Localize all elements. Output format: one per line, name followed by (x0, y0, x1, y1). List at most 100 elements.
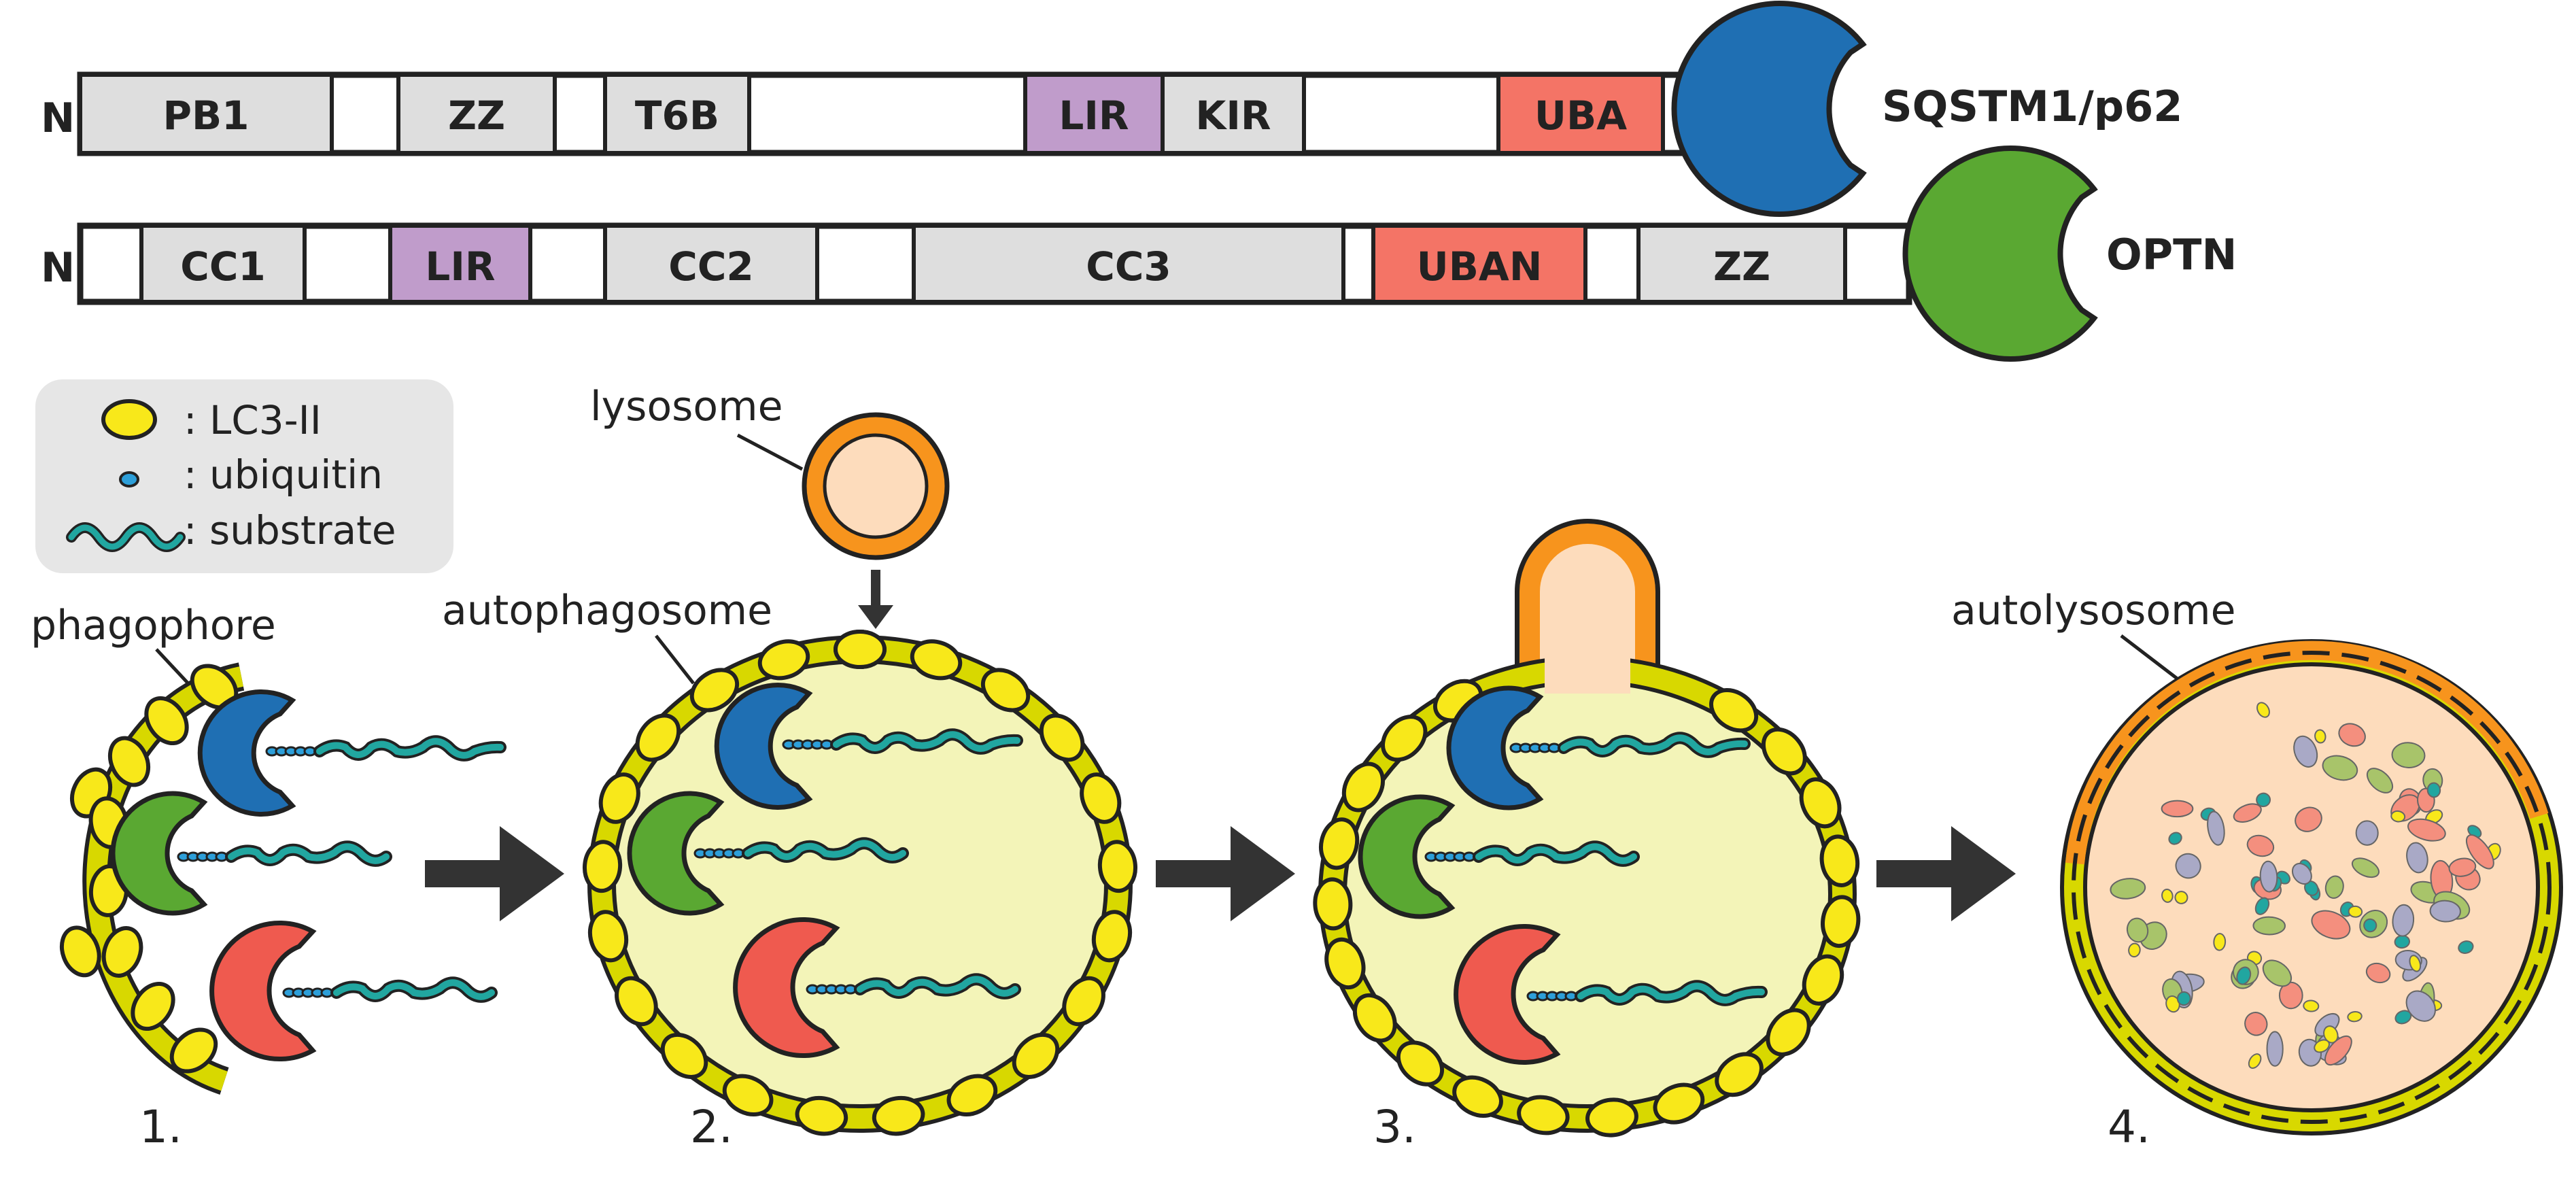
lc3-group (1313, 679, 1861, 1138)
debris-fragment (2259, 860, 2278, 893)
fusing-lysosome (1519, 524, 1655, 673)
lc3-ii-bead (587, 910, 629, 963)
debris-fragment (2363, 918, 2377, 933)
debris-fragment (2295, 806, 2322, 832)
third-receptor (209, 921, 317, 1061)
debris-fragment (2213, 933, 2227, 951)
debris-fragment (2392, 904, 2415, 937)
substrate-chain (833, 731, 1020, 752)
domain-uba (1496, 73, 1665, 155)
lc3-icon (101, 399, 157, 440)
debris-fragment (2409, 955, 2422, 972)
debris-fragment (2314, 1039, 2330, 1053)
debris-fragment (2126, 917, 2149, 943)
protein-row-sqstm1: N PB1 ZZ T6B LIR KIR UBA C SQSTM1/p62 (41, 1, 2182, 217)
lc3-ii-bead (689, 668, 740, 713)
debris-fragment (2161, 800, 2194, 818)
lc3-ii-bead (615, 976, 658, 1027)
substrate-icon (68, 524, 184, 550)
domain-cc1 (139, 224, 307, 304)
domain-zz (396, 73, 557, 155)
domain-cc2 (603, 224, 819, 304)
lysosome-lumen (823, 433, 929, 539)
legend-lc3-label: : LC3-II (184, 397, 322, 443)
autolysosome-pointer (2120, 634, 2180, 681)
progress-arrow (1156, 826, 1295, 921)
debris-fragment (2348, 905, 2363, 918)
phagophore-label: phagophore (31, 602, 276, 649)
lc3-ii-bead (872, 1095, 925, 1136)
lc3-ii-bead (946, 1074, 998, 1116)
debris-fragment (2262, 959, 2292, 987)
debris-fragment (2175, 853, 2201, 879)
degraded-debris (2110, 702, 2501, 1069)
lc3-ii-bead (1799, 777, 1842, 829)
lc3-ii-bead (1091, 910, 1133, 963)
debris-fragment (2314, 729, 2326, 744)
autophagosome-label: autophagosome (442, 587, 772, 634)
lc3-ii-bead (795, 1095, 848, 1136)
fusion-pore (1545, 653, 1630, 694)
debris-fragment (2324, 875, 2344, 899)
domain-kir (1161, 73, 1306, 155)
lc3-group (59, 664, 239, 1074)
lc3-ii-bead (1766, 1008, 1811, 1057)
lc3-ii-bead (101, 926, 143, 978)
lc3-ii-bead (1313, 877, 1353, 931)
optn-icon (1902, 146, 2098, 362)
domain-zz (1636, 224, 1847, 304)
step-1-label: 1. (139, 1101, 182, 1153)
substrate-chain (1577, 982, 1765, 1004)
lc3-ii-bead (1761, 727, 1807, 776)
lc3-ii-bead (635, 713, 681, 762)
legend-substrate-label: : substrate (184, 507, 396, 553)
debris-fragment (2365, 962, 2391, 984)
domain-label-pb1: PB1 (162, 92, 249, 139)
lc3-ii-bead (1039, 713, 1085, 762)
lc3-ii-bead (757, 639, 810, 681)
step-2-label: 2. (690, 1101, 733, 1153)
domain-uban (1371, 224, 1587, 304)
lc3-ii-bead (1715, 1052, 1764, 1097)
domain-label-uba: UBA (1534, 92, 1627, 139)
debris-fragment (2233, 803, 2262, 823)
debris-fragment (2236, 966, 2252, 985)
substrate-chain (228, 843, 390, 864)
lc3-ii-bead (598, 772, 640, 824)
domain-label-zz: ZZ (1713, 243, 1770, 290)
debris-fragment (2355, 820, 2379, 846)
substrate-chain (1560, 734, 1748, 755)
lc3-ii-bead (1821, 895, 1861, 949)
debris-fragment (2405, 990, 2437, 1022)
lc3-ii-bead (131, 981, 175, 1031)
stage-3-fusion: 3. (1313, 519, 1861, 1153)
debris-fragment (2303, 999, 2320, 1012)
step-3-label: 3. (1373, 1101, 1416, 1153)
optn-receptor (627, 791, 725, 916)
debris-fragment (2256, 792, 2271, 808)
lc3-ii-bead (1062, 976, 1105, 1027)
lc3-ii-bead (1517, 1095, 1570, 1135)
protein-name-optn: OPTN (2106, 230, 2237, 279)
lc3-ii-bead (1352, 993, 1397, 1043)
debris-fragment (2322, 755, 2358, 781)
autolysosome-label: autolysosome (1951, 587, 2236, 634)
progress-arrow (1876, 826, 2016, 921)
debris-fragment (2161, 888, 2174, 903)
legend-ubiquitin-label: : ubiquitin (184, 451, 383, 498)
lc3-ii-bead (1012, 1032, 1060, 1079)
debris-fragment (2338, 723, 2366, 747)
domain-t6b (603, 73, 751, 155)
debris-fragment (2465, 834, 2494, 870)
debris-fragment (2426, 782, 2441, 798)
debris-fragment (2407, 818, 2446, 842)
domain-pb1 (78, 73, 334, 155)
lc3-ii-bead (660, 1032, 708, 1079)
debris-fragment (2252, 916, 2286, 936)
debris-fragment (2246, 834, 2275, 857)
lysosome-pointer (736, 433, 804, 471)
sqstm1-receptor (197, 689, 296, 817)
debris-fragment (2176, 991, 2191, 1006)
domain-label-lir: LIR (1059, 92, 1129, 139)
